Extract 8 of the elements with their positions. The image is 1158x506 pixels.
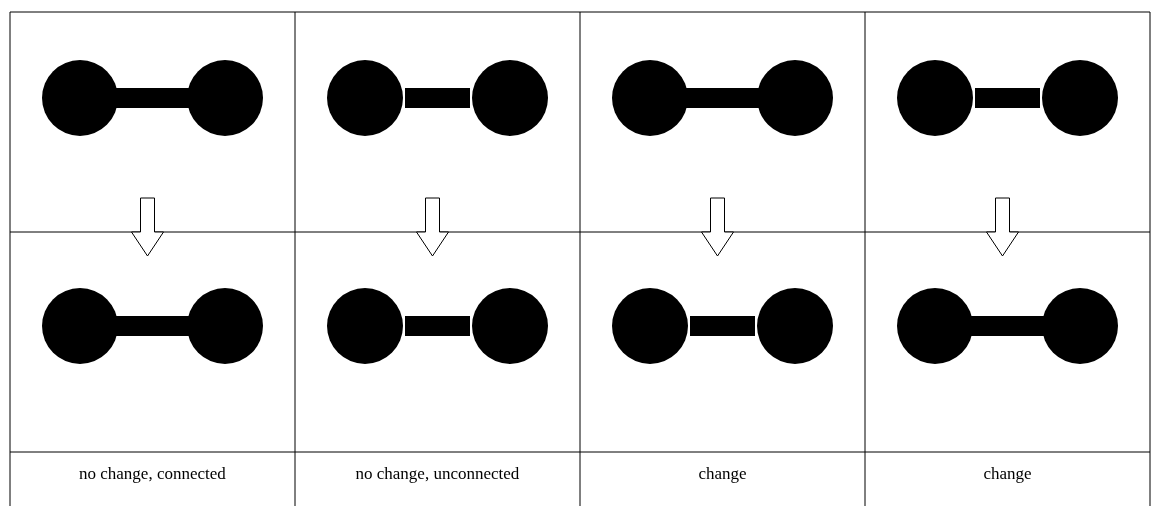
hollow-arrow xyxy=(131,197,164,257)
column-caption: no change, connected xyxy=(79,464,226,484)
hollow-arrow xyxy=(416,197,449,257)
column-caption: change xyxy=(698,464,747,484)
hollow-arrow xyxy=(986,197,1019,257)
column-caption: change xyxy=(983,464,1032,484)
hollow-arrow xyxy=(701,197,734,257)
column-caption: no change, unconnected xyxy=(355,464,520,484)
